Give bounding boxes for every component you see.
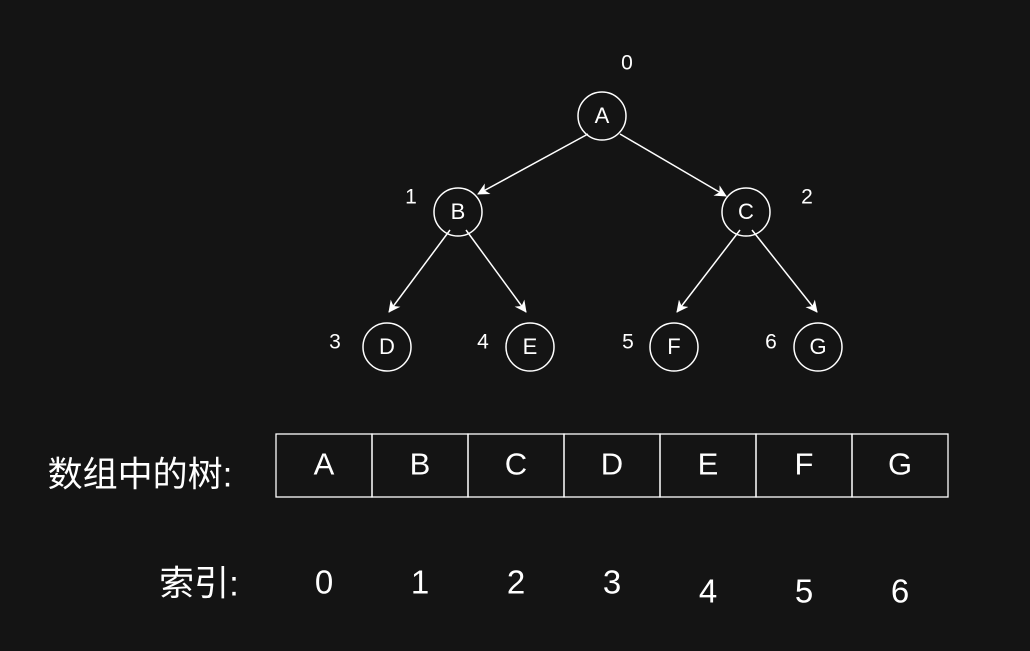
edge-a-b (477, 133, 589, 195)
edge-a-c (619, 133, 727, 197)
index-label: 索引: (159, 564, 239, 603)
node-circle (433, 187, 483, 237)
index-value-1: 1 (411, 564, 429, 601)
node-label: F (667, 334, 680, 359)
array-cell-value: E (698, 447, 719, 482)
node-index-label: 1 (405, 186, 417, 209)
array-label: 数组中的树: (48, 455, 233, 494)
array-cell-value: G (888, 447, 912, 482)
node-label: B (451, 199, 466, 224)
node-label: G (809, 334, 826, 359)
array-cell-value: D (601, 447, 623, 482)
tree-node-c: C2 (721, 186, 813, 237)
node-circle (362, 322, 412, 372)
node-circle (577, 91, 627, 141)
tree-node-e: E4 (477, 322, 555, 372)
tree-node-a: A0 (577, 52, 633, 141)
array-cell-box (851, 433, 949, 498)
index-value-2: 2 (507, 564, 525, 601)
node-circle (649, 322, 699, 372)
index-value-6: 6 (891, 573, 909, 610)
index-value-3: 3 (603, 564, 621, 601)
node-label: A (595, 103, 610, 128)
array-row: 数组中的树: A B C D E F G (48, 433, 949, 498)
array-cell-5: F (755, 433, 853, 498)
array-cell-4: E (659, 433, 757, 498)
node-label: E (523, 334, 538, 359)
array-cell-0: A (275, 433, 373, 498)
array-cell-6: G (851, 433, 949, 498)
node-label: D (379, 334, 395, 359)
node-index-label: 0 (621, 52, 633, 75)
index-value-4: 4 (699, 573, 717, 610)
array-cell-value: C (505, 447, 527, 482)
node-circle (505, 322, 555, 372)
node-label: C (738, 199, 754, 224)
tree-node-f: F5 (622, 322, 699, 372)
node-index-label: 4 (477, 331, 489, 354)
index-row: 索引: 0 1 2 3 4 5 6 (159, 564, 909, 610)
tree-edges (388, 133, 818, 313)
tree-node-d: D3 (329, 322, 412, 372)
edge-b-d (388, 229, 451, 313)
array-cell-1: B (371, 433, 469, 498)
index-value-0: 0 (315, 564, 333, 601)
index-value-5: 5 (795, 573, 813, 610)
tree-node-b: B1 (405, 186, 483, 237)
node-circle (793, 322, 843, 372)
edge-c-g (751, 229, 818, 313)
array-cell-value: F (795, 447, 814, 482)
node-index-label: 2 (801, 186, 813, 209)
array-cell-value: A (314, 447, 335, 482)
node-index-label: 5 (622, 331, 634, 354)
edge-c-f (676, 229, 741, 313)
edge-b-e (465, 229, 527, 313)
array-cell-2: C (467, 433, 565, 498)
array-cell-3: D (563, 433, 661, 498)
node-index-label: 3 (329, 331, 341, 354)
array-cell-value: B (410, 447, 431, 482)
node-circle (721, 187, 771, 237)
tree-node-g: G6 (765, 322, 843, 372)
node-index-label: 6 (765, 331, 777, 354)
